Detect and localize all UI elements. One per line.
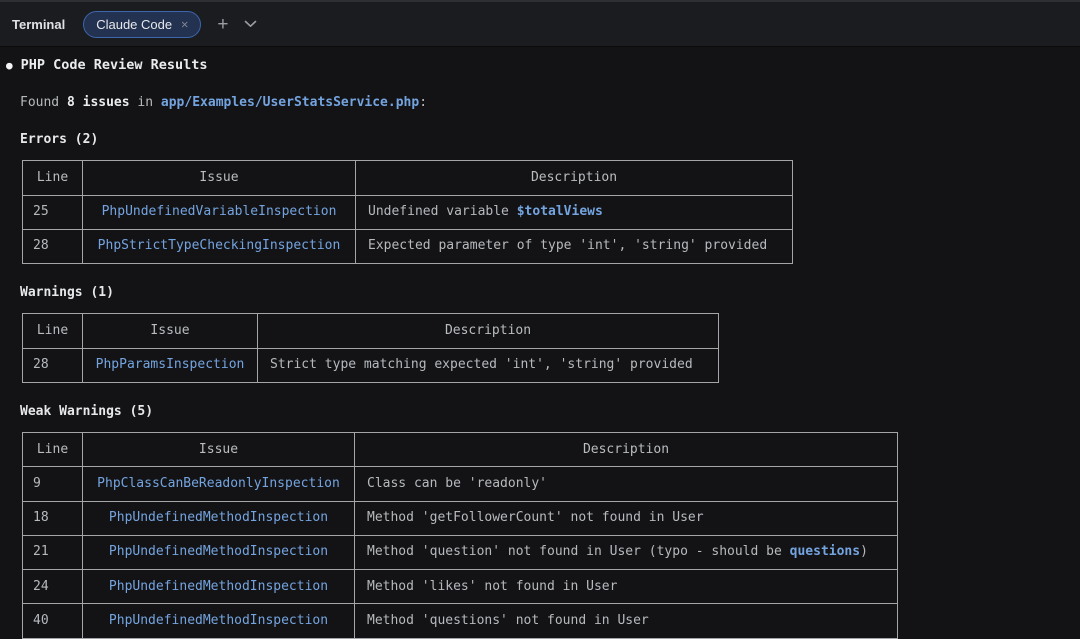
chevron-down-icon[interactable] (244, 20, 257, 28)
issue-name: PhpUndefinedMethodInspection (108, 612, 329, 628)
issue-name: PhpUndefinedMethodInspection (108, 544, 329, 560)
column-header-line: Line (22, 160, 83, 196)
table-row: 40 PhpUndefinedMethodInspection Method '… (22, 603, 898, 639)
summary-found: Found (20, 94, 67, 110)
terminal-panel-title: Terminal (12, 16, 66, 32)
column-header-issue: Issue (82, 313, 258, 349)
description-cell: Class can be 'readonly' (354, 466, 898, 502)
issue-cell: PhpUndefinedMethodInspection (82, 603, 355, 639)
column-header-issue: Issue (82, 432, 355, 468)
issue-name: PhpUndefinedVariableInspection (101, 204, 337, 220)
description-text: Expected parameter of type 'int', 'strin… (368, 238, 768, 254)
errors-table: Line Issue Description 25 PhpUndefinedVa… (22, 160, 793, 265)
table-row: 21 PhpUndefinedMethodInspection Method '… (22, 534, 898, 571)
line-cell: 18 (22, 500, 83, 536)
issue-cell: PhpUndefinedMethodInspection (82, 569, 355, 605)
line-cell: 28 (22, 347, 83, 383)
table-row: 18 PhpUndefinedMethodInspection Method '… (22, 500, 898, 536)
column-header-description: Description (355, 160, 793, 196)
description-text: ) (860, 544, 868, 560)
description-cell: Method 'questions' not found in User (354, 603, 898, 639)
code-token: questions (789, 544, 861, 560)
issue-cell: PhpClassCanBeReadonlyInspection (82, 466, 355, 502)
description-cell: Method 'likes' not found in User (354, 569, 898, 605)
summary-colon: : (419, 94, 428, 110)
description-text: Method 'likes' not found in User (367, 578, 618, 594)
line-cell: 9 (22, 466, 83, 502)
terminal-tab-bar: Terminal Claude Code ✕ + (0, 0, 1080, 47)
column-header-description: Description (257, 313, 719, 349)
summary-in: in (129, 94, 161, 110)
line-cell: 21 (22, 534, 83, 571)
terminal-output: ● PHP Code Review Results Found 8 issues… (0, 47, 1080, 639)
column-header-description: Description (354, 432, 898, 468)
section-heading-weak-warnings: Weak Warnings (5) (20, 403, 154, 419)
table-row: 28 PhpStrictTypeCheckingInspection Expec… (22, 228, 793, 265)
issue-cell: PhpUndefinedMethodInspection (82, 534, 355, 571)
description-cell: Expected parameter of type 'int', 'strin… (355, 228, 793, 265)
table-row: 28 PhpParamsInspection Strict type match… (22, 347, 719, 383)
table-header-row: Line Issue Description (22, 313, 719, 349)
warnings-table: Line Issue Description 28 PhpParamsInspe… (22, 313, 719, 383)
issue-name: PhpParamsInspection (95, 357, 245, 373)
table-row: 25 PhpUndefinedVariableInspection Undefi… (22, 194, 793, 230)
description-text: Strict type matching expected 'int', 'st… (270, 357, 693, 373)
weak-warnings-table: Line Issue Description 9 PhpClassCanBeRe… (22, 432, 898, 639)
code-token: $totalViews (516, 204, 603, 220)
issue-cell: PhpStrictTypeCheckingInspection (82, 228, 356, 265)
issue-cell: PhpParamsInspection (82, 347, 258, 383)
column-header-line: Line (22, 313, 83, 349)
description-cell: Undefined variable $totalViews (355, 194, 793, 230)
summary-issue-count: 8 issues (66, 94, 130, 110)
page-title: PHP Code Review Results (20, 57, 208, 73)
bullet-icon: ● (6, 58, 13, 72)
table-row: 9 PhpClassCanBeReadonlyInspection Class … (22, 466, 898, 502)
issue-name: PhpStrictTypeCheckingInspection (97, 238, 341, 254)
description-text: Method 'questions' not found in User (367, 612, 649, 628)
section-heading-warnings: Warnings (1) (20, 285, 114, 301)
line-cell: 28 (22, 228, 83, 265)
issue-cell: PhpUndefinedMethodInspection (82, 500, 355, 536)
description-cell: Strict type matching expected 'int', 'st… (257, 347, 719, 383)
tab-claude-code[interactable]: Claude Code ✕ (83, 10, 202, 38)
description-text: Undefined variable (368, 204, 517, 220)
line-cell: 40 (22, 603, 83, 639)
issue-name: PhpClassCanBeReadonlyInspection (97, 475, 340, 491)
table-row: 24 PhpUndefinedMethodInspection Method '… (22, 569, 898, 605)
line-cell: 24 (22, 569, 83, 605)
description-text: Method 'getFollowerCount' not found in U… (367, 510, 704, 526)
table-header-row: Line Issue Description (22, 432, 898, 468)
description-text: Method 'question' not found in User (typ… (367, 544, 790, 560)
new-tab-button[interactable]: + (217, 13, 229, 35)
description-text: Class can be 'readonly' (367, 475, 548, 491)
line-cell: 25 (22, 194, 83, 230)
issue-name: PhpUndefinedMethodInspection (108, 578, 329, 594)
file-path-link[interactable]: app/Examples/UserStatsService.php (160, 94, 420, 110)
column-header-issue: Issue (82, 160, 356, 196)
tab-claude-code-label: Claude Code (96, 16, 173, 32)
column-header-line: Line (22, 432, 83, 468)
description-cell: Method 'getFollowerCount' not found in U… (354, 500, 898, 536)
table-header-row: Line Issue Description (22, 160, 793, 196)
section-heading-errors: Errors (2) (20, 132, 99, 148)
issue-cell: PhpUndefinedVariableInspection (82, 194, 356, 230)
description-cell: Method 'question' not found in User (typ… (354, 534, 898, 571)
issue-name: PhpUndefinedMethodInspection (108, 510, 329, 526)
summary-line: Found 8 issues in app/Examples/UserStats… (20, 95, 1080, 111)
close-icon[interactable]: ✕ (181, 17, 189, 31)
